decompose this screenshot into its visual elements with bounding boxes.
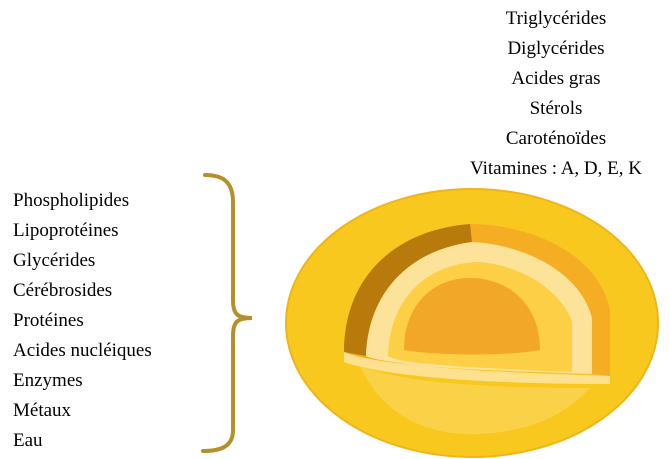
label-proteins: Protéines xyxy=(13,306,188,336)
label-lipoproteins: Lipoprotéines xyxy=(13,216,188,246)
neutral-lipids-list: Triglycérides Diglycérides Acides gras S… xyxy=(440,4,671,184)
membrane-components-list: Phospholipides Lipoprotéines Glycérides … xyxy=(13,186,188,456)
label-cerebrosides: Cérébrosides xyxy=(13,276,188,306)
curly-bracket xyxy=(203,175,252,451)
label-diglycerides: Diglycérides xyxy=(440,34,671,64)
label-enzymes: Enzymes xyxy=(13,366,188,396)
label-carotenoids: Caroténoïdes xyxy=(440,124,671,154)
label-sterols: Stérols xyxy=(440,94,671,124)
label-nucleic-acids: Acides nucléiques xyxy=(13,336,188,366)
label-fatty-acids: Acides gras xyxy=(440,64,671,94)
label-phospholipids: Phospholipides xyxy=(13,186,188,216)
label-metals: Métaux xyxy=(13,396,188,426)
label-water: Eau xyxy=(13,426,188,456)
label-triglycerides: Triglycérides xyxy=(440,4,671,34)
label-vitamins: Vitamines : A, D, E, K xyxy=(440,154,671,184)
label-glycerides: Glycérides xyxy=(13,246,188,276)
